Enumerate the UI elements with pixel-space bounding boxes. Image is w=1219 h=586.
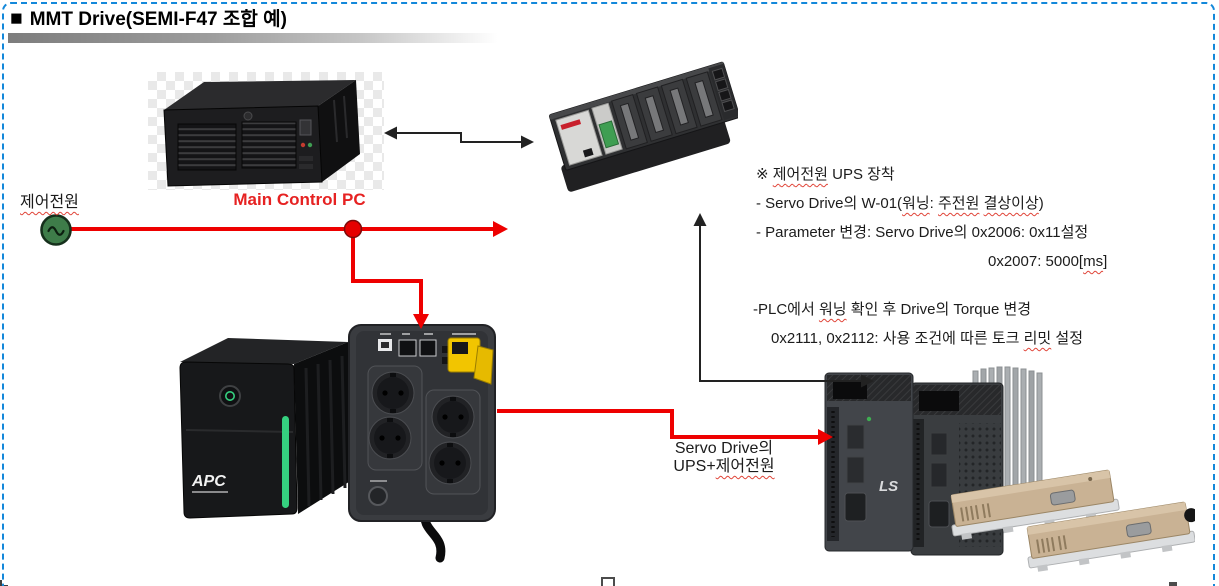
stage-front [1026,501,1199,572]
red-junction-dot [343,219,363,239]
breaker [368,486,388,506]
notes-block-2: -PLC에서 워닝 확인 후 Drive의 Torque 변경 0x2111, … [753,295,1083,353]
ups-front-image: APC [166,328,356,520]
ups-rear-image [348,322,498,572]
linear-stage-image [945,465,1199,577]
servo-feed-line2: UPS+제어전원 [673,458,775,475]
selection-handle [601,577,615,586]
main-control-pc-image [148,72,384,190]
plc-rack-drawing [548,61,741,192]
corner-mark-left [0,580,8,586]
note-line: ※ 제어전원 UPS 장착 [756,166,895,183]
note-line: - Parameter 변경: Servo Drive의 0x2006: 0x1… [756,224,1089,241]
industrial-pc-drawing [163,80,360,187]
corner-mark-right [1169,582,1177,586]
notes-block-1: ※ 제어전원 UPS 장착 - Servo Drive의 W-01(워닝: 주전… [756,160,1107,276]
main-control-pc-label: Main Control PC [233,190,366,209]
plc-image [543,53,741,218]
battery-connector [442,337,494,385]
note-line: - Servo Drive의 W-01(워닝: 주전원 결상이상) [756,195,1044,212]
outlets [368,371,475,485]
servo-brand-text-left: LS [879,478,898,495]
servo-feed-line1: Servo Drive의 [674,440,774,457]
ac-power-source-icon [40,214,72,246]
note-line: 0x2007: 5000[ms] [988,253,1108,270]
note-line: -PLC에서 워닝 확인 후 Drive의 Torque 변경 [753,301,1032,318]
title-text: MMT Drive(SEMI-F47 조합 예) [29,9,287,30]
servo-drive-left: LS [824,372,914,552]
servo-feed-label: Servo Drive의 UPS+제어전원 [646,440,802,476]
ups-rear-drawing [348,324,496,563]
title-underline-bar [8,33,513,43]
page-title: ■ MMT Drive(SEMI-F47 조합 예) [10,4,287,31]
ups-front-drawing: APC [179,338,352,519]
note-line: 0x2111, 0x2112: 사용 조건에 따른 토크 리밋 설정 [771,330,1084,347]
control-power-label: 제어전원 [20,194,79,211]
ups-ports [378,333,476,357]
ups-brand-text: APC [191,473,226,490]
title-bullet-icon: ■ [10,7,23,30]
linear-stages-drawing [950,469,1199,572]
